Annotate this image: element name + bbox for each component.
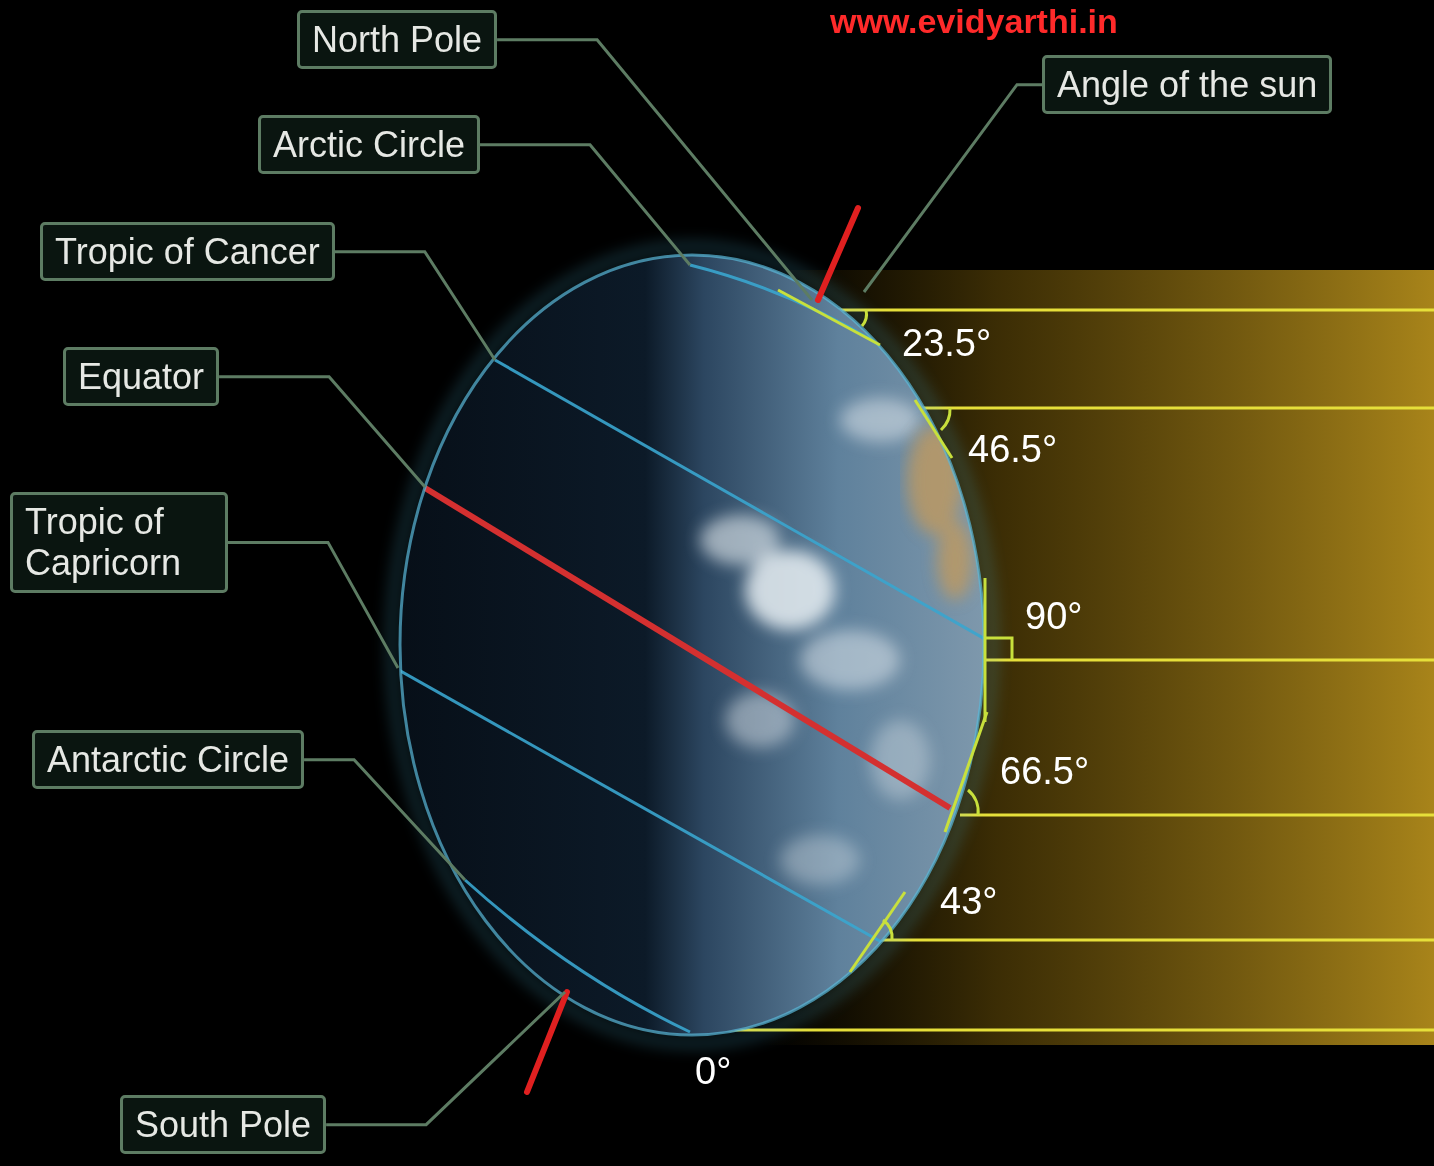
circle-label: Antarctic Circle [32,730,304,789]
pole-label: South Pole [120,1095,326,1154]
label-text: Equator [78,356,204,397]
angle-value: 46.5° [968,428,1057,472]
leader-line [228,542,398,668]
globe-outline [400,255,984,1035]
tropic-label: Tropic of Cancer [40,222,335,281]
angle-value: 0° [695,1050,731,1094]
leader-line [864,85,1042,292]
leader-line [335,252,495,360]
circle-label: Arctic Circle [258,115,480,174]
tropic-label: Tropic of Capricorn [10,492,228,593]
globe-glow [392,247,992,1043]
leader-line [497,40,812,300]
angle-value: 90° [1025,595,1082,639]
pole-label: North Pole [297,10,497,69]
leader-line [219,377,425,487]
angle-label: Angle of the sun [1042,55,1332,114]
leader-line [304,760,465,880]
label-text: South Pole [135,1104,311,1145]
label-text: Angle of the sun [1057,64,1317,105]
polar-axis [527,208,858,1092]
leader-line [326,992,565,1125]
label-text: North Pole [312,19,482,60]
watermark: www.evidyarthi.in [830,2,1118,41]
leader-line [480,145,690,265]
label-text: Tropic of Cancer [55,231,320,272]
angle-value: 66.5° [1000,750,1089,794]
label-text: Antarctic Circle [47,739,289,780]
tangent-lines [778,290,1012,972]
equator-label: Equator [63,347,219,406]
angle-value: 43° [940,880,997,924]
globe [400,255,984,1035]
angle-value: 23.5° [902,322,991,366]
label-text: Tropic of Capricorn [25,501,213,584]
label-text: Arctic Circle [273,124,465,165]
